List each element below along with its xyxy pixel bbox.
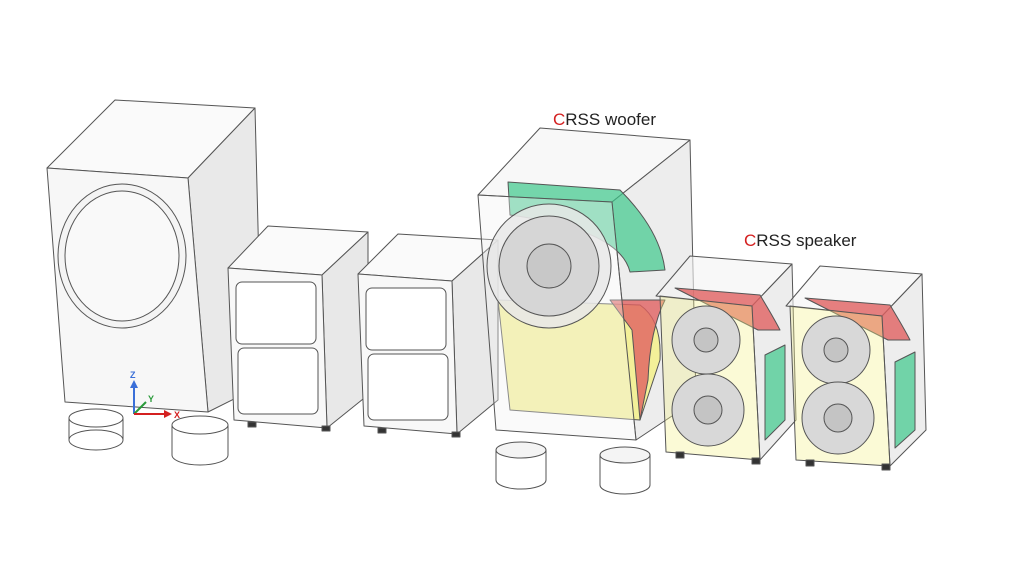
satellite-speaker-1 — [227, 225, 369, 432]
woofer-label: CRSS woofer — [553, 110, 656, 130]
woofer-label-accent: C — [553, 110, 566, 129]
woofer-label-text: RSS woofer — [565, 110, 656, 129]
subwoofer-opaque — [46, 99, 263, 466]
axis-z-label: Z — [130, 370, 136, 380]
crss-woofer-transparent — [477, 127, 697, 495]
speaker-label-accent: C — [744, 231, 757, 250]
crss-speaker-1 — [655, 255, 797, 465]
satellite-speaker-2 — [357, 233, 499, 438]
speaker-label-text: RSS speaker — [756, 231, 857, 250]
speaker-label: CRSS speaker — [744, 231, 856, 251]
axis-y-label: Y — [148, 394, 154, 404]
crss-speaker-2 — [785, 265, 927, 471]
axis-triad-icon: Z Y X — [130, 370, 180, 420]
axis-x-label: X — [174, 410, 180, 420]
